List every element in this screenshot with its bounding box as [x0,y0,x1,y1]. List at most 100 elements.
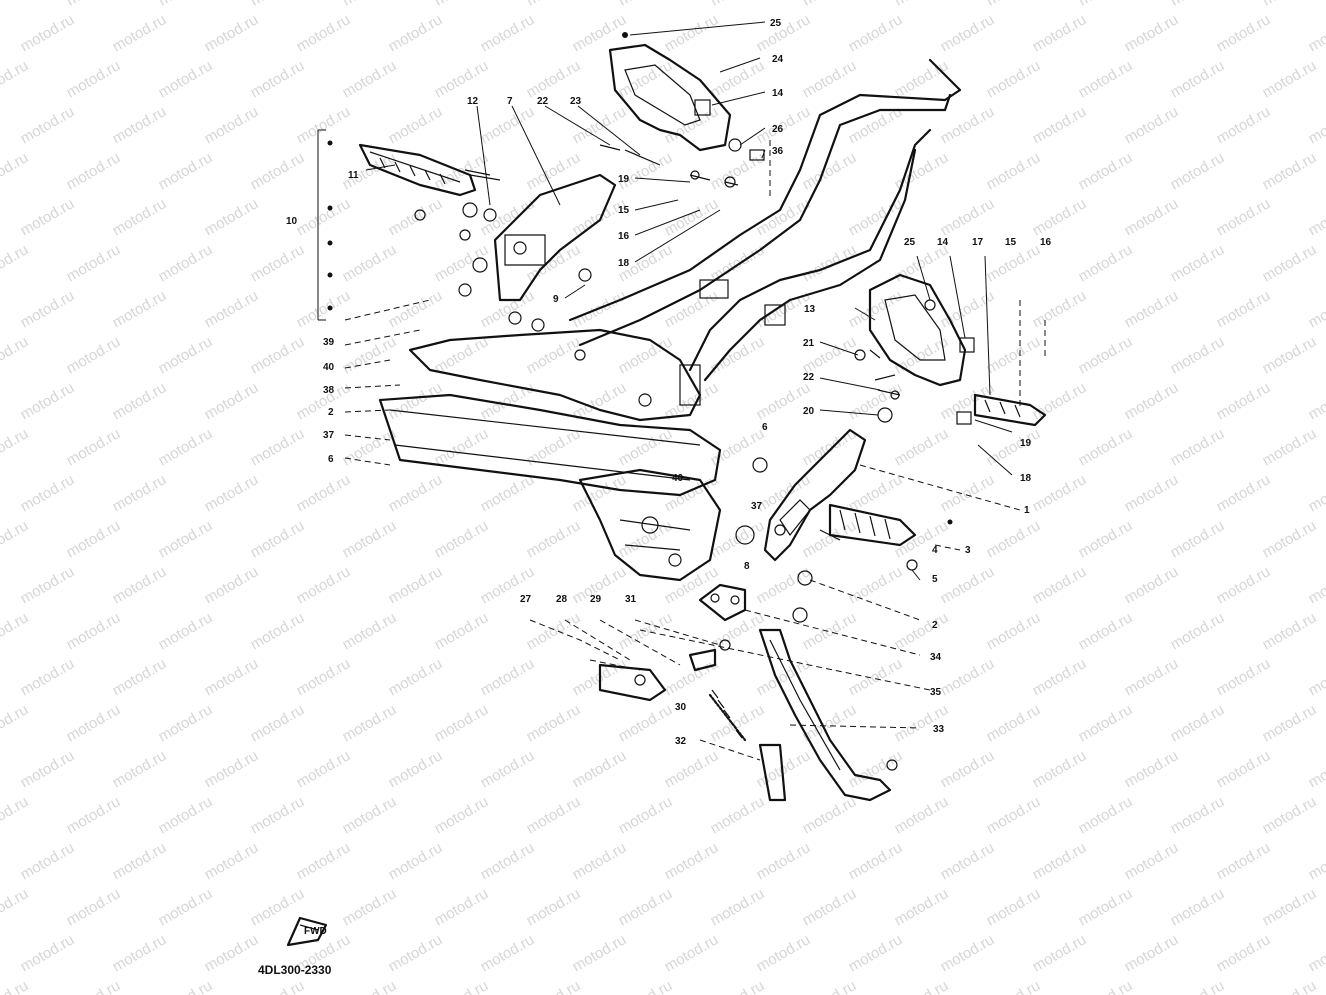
watermark-text: motod.ru [202,287,262,331]
watermark-text: motod.ru [938,563,998,607]
watermark-text: motod.ru [1030,195,1090,239]
callout-31: 31 [625,594,637,605]
callout-1: 1 [1024,505,1030,516]
watermark-text: motod.ru [1168,885,1228,929]
watermark-text: motod.ru [64,149,124,193]
watermark-text: motod.ru [1076,977,1136,995]
watermark-text: motod.ru [616,0,676,9]
watermark-text: motod.ru [1306,747,1326,791]
watermark-text: motod.ru [1214,655,1274,699]
watermark-text: motod.ru [1260,885,1320,929]
watermark-text: motod.ru [1214,931,1274,975]
watermark-text: motod.ru [156,241,216,285]
watermark-text: motod.ru [64,241,124,285]
watermark-text: motod.ru [110,195,170,239]
watermark-text: motod.ru [64,57,124,101]
watermark-text: motod.ru [846,747,906,791]
watermark-text: motod.ru [64,701,124,745]
watermark-text: motod.ru [524,793,584,837]
watermark-text: motod.ru [1306,11,1326,55]
watermark-text: motod.ru [64,333,124,377]
callout-35: 35 [930,687,942,698]
watermark-text: motod.ru [156,793,216,837]
svg-text:FWD: FWD [304,926,327,937]
watermark-text: motod.ru [1306,655,1326,699]
watermark-text: motod.ru [478,103,538,147]
watermark-text: motod.ru [1168,333,1228,377]
watermark-text: motod.ru [1030,563,1090,607]
callout-7: 7 [507,96,513,107]
watermark-text: motod.ru [1168,517,1228,561]
callout-8: 8 [744,561,750,572]
watermark-text: motod.ru [846,379,906,423]
left-footrest-assembly [317,129,765,332]
watermark-text: motod.ru [110,103,170,147]
watermark-text: motod.ru [156,149,216,193]
watermark-text: motod.ru [800,977,860,995]
watermark-text: motod.ru [202,563,262,607]
watermark-text: motod.ru [1122,839,1182,883]
callout-9: 9 [553,294,559,305]
watermark-text: motod.ru [1076,149,1136,193]
callout-39: 39 [323,337,335,348]
watermark-text: motod.ru [662,103,722,147]
watermark-text: motod.ru [1260,149,1320,193]
watermark-text: motod.ru [1030,287,1090,331]
watermark-text: motod.ru [1076,609,1136,653]
callout-18: 18 [1020,473,1032,484]
watermark-text: motod.ru [846,655,906,699]
watermark-text: motod.ru [110,931,170,975]
watermark-text: motod.ru [386,379,446,423]
watermark-text: motod.ru [708,701,768,745]
watermark-text: motod.ru [1076,333,1136,377]
watermark-text: motod.ru [0,701,31,745]
watermark-text: motod.ru [1306,103,1326,147]
watermark-text: motod.ru [1168,609,1228,653]
callout-6: 6 [762,422,768,433]
diagram-code: 4DL300-2330 [258,963,332,977]
watermark-text: motod.ru [1030,379,1090,423]
watermark-text: motod.ru [524,149,584,193]
watermark-text: motod.ru [1214,839,1274,883]
watermark-text: motod.ru [616,977,676,995]
watermark-text: motod.ru [662,747,722,791]
watermark-text: motod.ru [432,885,492,929]
watermark-text: motod.ru [248,793,308,837]
callout-36: 36 [772,146,784,157]
watermark-text: motod.ru [156,0,216,9]
watermark-text: motod.ru [892,0,952,9]
watermark-text: motod.ru [938,931,998,975]
callout-14: 14 [772,88,784,99]
watermark-text: motod.ru [1214,103,1274,147]
frame-assembly [378,58,962,582]
watermark-text: motod.ru [18,195,78,239]
watermark-text: motod.ru [18,931,78,975]
watermark-text: motod.ru [294,839,354,883]
watermark-text: motod.ru [202,655,262,699]
watermark-text: motod.ru [846,471,906,515]
watermark-text: motod.ru [1030,103,1090,147]
callout-5: 5 [932,574,938,585]
watermark-text: motod.ru [754,103,814,147]
watermark-text: motod.ru [18,379,78,423]
callout-22: 22 [537,96,549,107]
watermark-text: motod.ru [1030,655,1090,699]
watermark-text: motod.ru [0,241,31,285]
watermark-text: motod.ru [616,793,676,837]
watermark-text: motod.ru [18,11,78,55]
watermark-text: motod.ru [386,839,446,883]
watermark-text: motod.ru [754,471,814,515]
callout-4: 4 [932,545,938,556]
watermark-text: motod.ru [64,977,124,995]
callout-40: 40 [672,473,684,484]
watermark-text: motod.ru [0,885,31,929]
watermark-text: motod.ru [708,0,768,9]
watermark-text: motod.ru [202,379,262,423]
watermark-text: motod.ru [938,839,998,883]
callout-22: 22 [803,372,815,383]
watermark-text: motod.ru [984,425,1044,469]
watermark-text: motod.ru [1030,11,1090,55]
callout-28: 28 [556,594,568,605]
watermark-text: motod.ru [892,885,952,929]
